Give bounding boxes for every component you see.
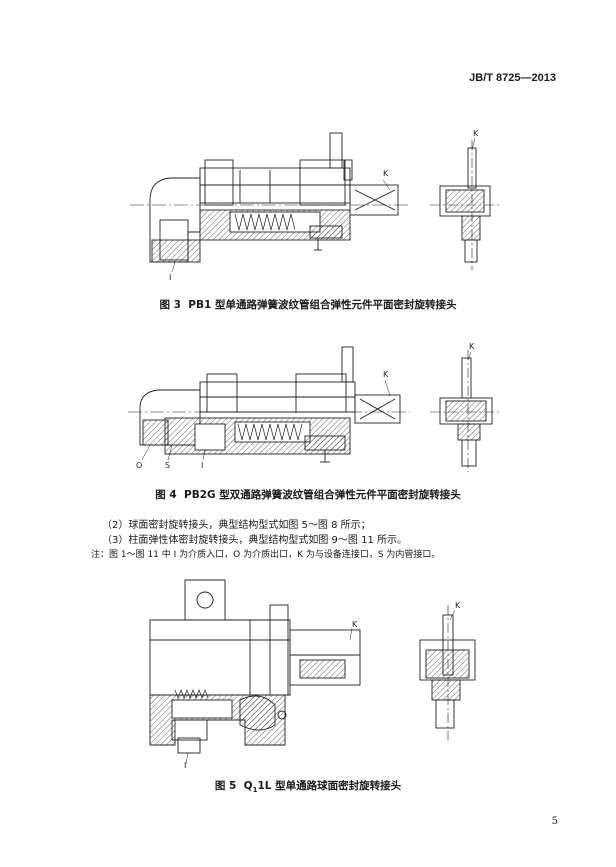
figure-3-drawing: K K I: [130, 129, 500, 280]
figure-3-title: PB1 型单通路弹簧波纹管组合弹性元件平面密封旋转接头: [188, 299, 457, 311]
figure-5-number: 图 5: [214, 780, 237, 792]
figure-4-drawing: K K O S I: [128, 342, 500, 472]
fig5-label-k-right: K: [455, 601, 461, 610]
fig4-label-k-left: K: [383, 370, 389, 379]
note-text: 注：图 1～图 11 中 I 为介质入口，O 为介质出口，K 为与设备连接口，S…: [91, 550, 441, 560]
figure-3-caption: 图 3 PB1 型单通路弹簧波纹管组合弹性元件平面密封旋转接头: [0, 297, 616, 312]
figure-4-title: PB2G 型双通路弹簧波纹管组合弹性元件平面密封旋转接头: [184, 489, 461, 501]
standard-number: JB/T 8725—2013: [469, 72, 556, 84]
fig4-label-k-right: K: [469, 342, 475, 351]
figure-3-number: 图 3: [159, 299, 181, 311]
fig4-label-s: S: [165, 461, 170, 470]
body-line-3: （3）柱面弹性体密封旋转接头，典型结构型式如图 9～图 11 所示。: [102, 535, 407, 546]
fig4-label-i: I: [201, 461, 203, 470]
figure-5-title-prefix: Q: [243, 780, 253, 792]
figure-5-title-subscript: 1: [252, 786, 258, 795]
figure-5-drawing: K K I: [149, 579, 476, 770]
figure-5-caption: 图 5 Q11L 型单通路球面密封旋转接头: [0, 778, 616, 794]
fig3-label-k-right: K: [473, 129, 479, 138]
body-line-2: （2）球面密封旋转接头，典型结构型式如图 5～图 8 所示；: [102, 520, 371, 531]
fig5-label-k-left: K: [352, 620, 358, 629]
fig5-label-i: I: [184, 761, 186, 770]
figure-4-number: 图 4: [155, 489, 177, 501]
fig3-label-i: I: [169, 273, 171, 280]
fig3-label-k-left: K: [383, 169, 389, 178]
figure-5-title: 1L 型单通路球面密封旋转接头: [257, 780, 402, 792]
figure-4-caption: 图 4 PB2G 型双通路弹簧波纹管组合弹性元件平面密封旋转接头: [0, 487, 616, 502]
fig4-label-o: O: [136, 461, 142, 470]
page-number: 5: [551, 816, 558, 827]
